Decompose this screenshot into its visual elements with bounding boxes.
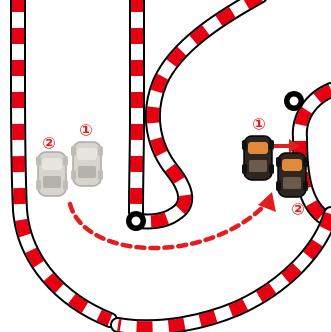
left-car-2-label: ②	[42, 134, 56, 153]
left-car-1-label: ①	[79, 121, 93, 140]
left-car-1	[71, 142, 103, 186]
right-car-2-label: ②	[291, 200, 305, 219]
pivot-dot-icon	[126, 211, 146, 231]
pivot-dot-icon	[284, 91, 304, 111]
left-car-2	[36, 152, 68, 196]
right-car-1-label: ①	[252, 115, 266, 134]
right-car-2	[276, 153, 308, 197]
curb-red-stripes	[140, 0, 260, 221]
right-car-1	[242, 136, 274, 180]
